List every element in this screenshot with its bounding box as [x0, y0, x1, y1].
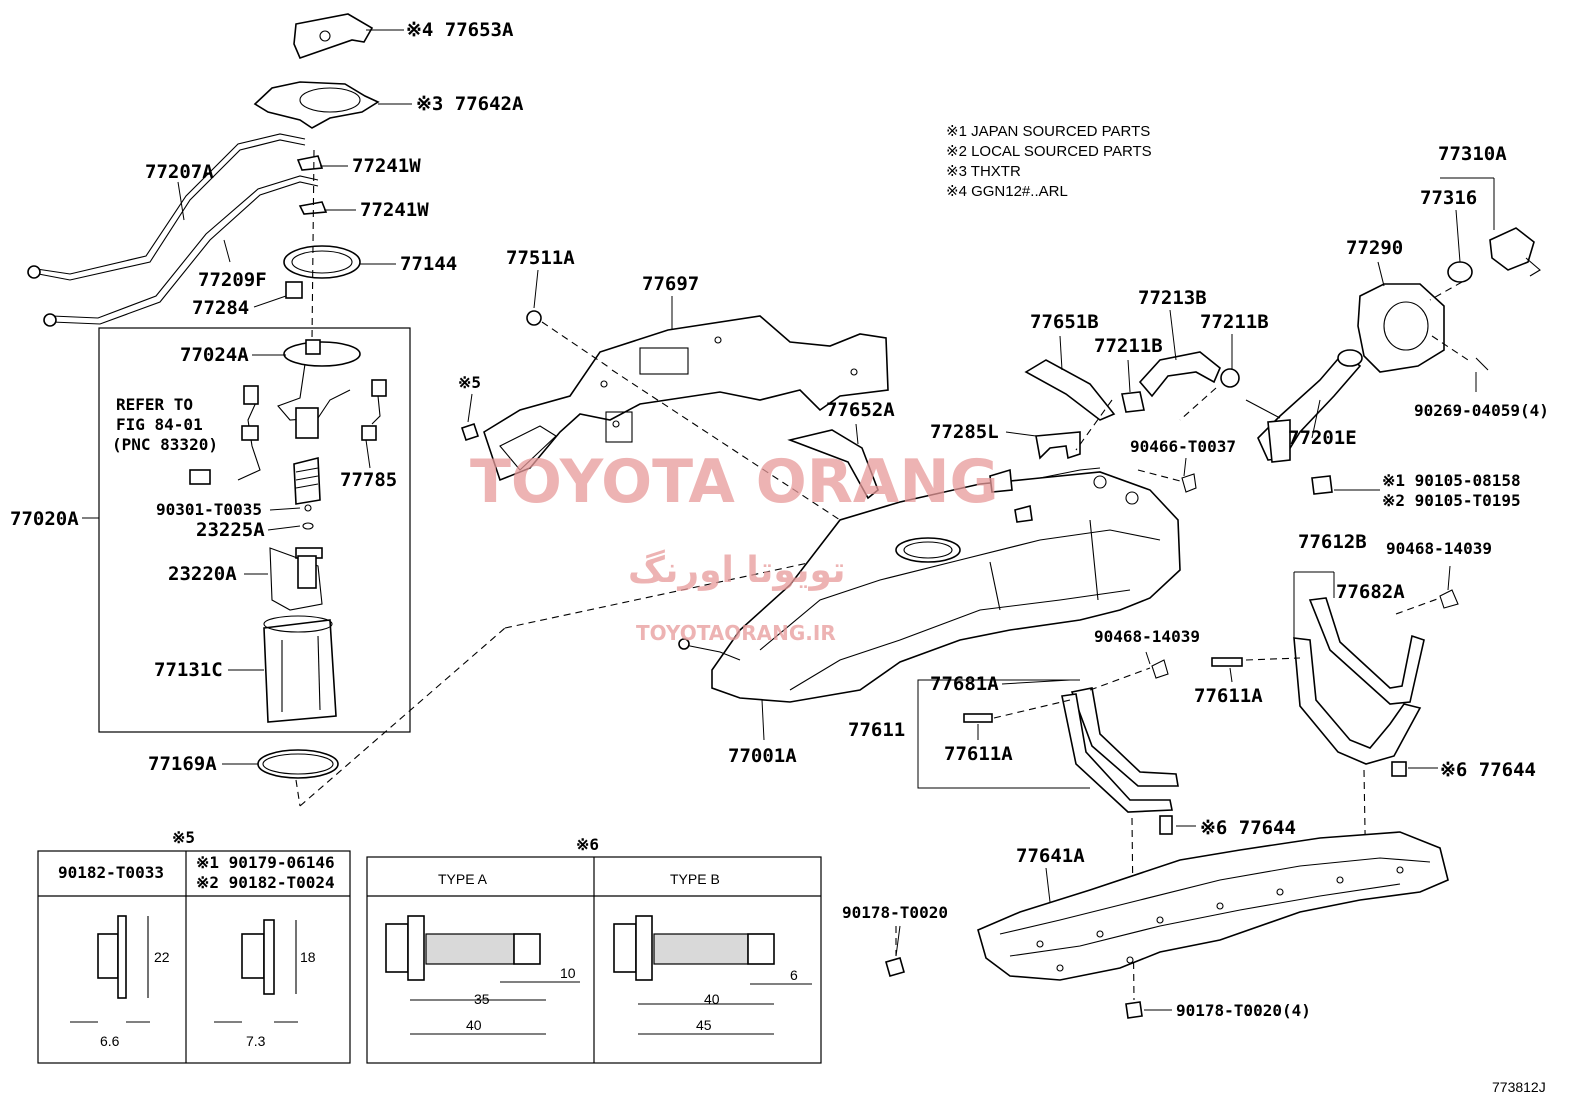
table5-dim-7-3: 7.3 [246, 1033, 266, 1049]
label-90105-08158: ※1 90105-08158 [1382, 471, 1521, 490]
bolt-table-6: ※6 TYPE A TYPE B 10 35 40 6 40 45 [366, 835, 822, 1064]
table6-type-a: TYPE A [438, 871, 488, 887]
label-23220A: 23220A [168, 563, 237, 585]
watermark: TOYOTA ORANG تویوتا اورنگ TOYOTAORANG.IR [470, 447, 999, 645]
label-77611A-left: 77611A [944, 743, 1013, 765]
label-refer-3: (PNC 83320) [112, 435, 218, 454]
table6-mark: ※6 [576, 835, 599, 854]
label-77652A: 77652A [826, 399, 895, 421]
filler-neck-illustration [787, 227, 1541, 500]
label-77169A: 77169A [148, 753, 217, 775]
table6-a-10: 10 [560, 965, 576, 981]
note-1: ※1 JAPAN SOURCED PARTS [946, 123, 1150, 140]
label-refer-2: FIG 84-01 [116, 415, 203, 434]
label-77144: 77144 [400, 253, 457, 275]
label-77285L: 77285L [930, 421, 999, 443]
label-77207A: 77207A [145, 161, 214, 183]
table6-a-40: 40 [466, 1017, 482, 1033]
watermark-url: TOYOTAORANG.IR [636, 621, 836, 645]
label-77644-right: ※6 77644 [1440, 759, 1536, 781]
table5-dim-6-6: 6.6 [100, 1033, 120, 1049]
part-labels: ※4 77653A ※3 77642A 77207A 77241W 77241W… [10, 19, 1549, 1020]
label-77653A: ※4 77653A [406, 19, 514, 41]
leader-lines [82, 29, 1495, 1011]
watermark-persian: تویوتا اورنگ [628, 549, 846, 591]
note-2: ※2 LOCAL SOURCED PARTS [946, 143, 1152, 160]
fuel-pump-assembly-illustration [27, 13, 411, 807]
table6-b-6: 6 [790, 967, 798, 983]
label-77131C: 77131C [154, 659, 223, 681]
label-77201E: 77201E [1288, 427, 1357, 449]
label-77241W-lower: 77241W [360, 199, 429, 221]
label-77611: 77611 [848, 719, 905, 741]
table6-b-45: 45 [696, 1017, 712, 1033]
label-23225A: 23225A [196, 519, 265, 541]
label-77024A: 77024A [180, 344, 249, 366]
figure-id: 773812J [1492, 1079, 1546, 1095]
label-77511A: 77511A [506, 247, 575, 269]
label-90468-14039-center: 90468-14039 [1094, 627, 1200, 646]
tank-bands-illustration [963, 589, 1459, 1001]
under-guard-illustration [885, 831, 1449, 1019]
label-77310A: 77310A [1438, 143, 1507, 165]
table5-mark: ※5 [172, 828, 195, 847]
label-90301-T0035: 90301-T0035 [156, 500, 262, 519]
table5-col1: 90182-T0033 [58, 863, 164, 882]
label-77290: 77290 [1346, 237, 1403, 259]
label-mark-5: ※5 [458, 373, 481, 392]
table5-col2b: ※2 90182-T0024 [196, 873, 335, 892]
fuel-tank-illustration [678, 467, 1181, 703]
label-77316: 77316 [1420, 187, 1477, 209]
label-90269-04059: 90269-04059(4) [1414, 401, 1549, 420]
label-77284: 77284 [192, 297, 249, 319]
note-4: ※4 GGN12#..ARL [946, 183, 1068, 200]
label-77682A: 77682A [1336, 581, 1405, 603]
table5-dim-22: 22 [154, 949, 170, 965]
label-77611A-right: 77611A [1194, 685, 1263, 707]
note-3: ※3 THXTR [946, 163, 1021, 180]
table6-b-40: 40 [704, 991, 720, 1007]
label-refer-1: REFER TO [116, 395, 193, 414]
table5-col2a: ※1 90179-06146 [196, 853, 335, 872]
label-77644-center: ※6 77644 [1200, 817, 1296, 839]
table6-a-35: 35 [474, 991, 490, 1007]
legend-notes: ※1 JAPAN SOURCED PARTS ※2 LOCAL SOURCED … [946, 123, 1152, 200]
label-90468-14039-right: 90468-14039 [1386, 539, 1492, 558]
label-77001A: 77001A [728, 745, 797, 767]
label-77641A: 77641A [1016, 845, 1085, 867]
label-77209F: 77209F [198, 269, 267, 291]
table6-type-b: TYPE B [670, 871, 720, 887]
label-77020A: 77020A [10, 508, 79, 530]
label-90178-T0020-4: 90178-T0020(4) [1176, 1001, 1311, 1020]
label-77211B-right: 77211B [1200, 311, 1269, 333]
label-77213B: 77213B [1138, 287, 1207, 309]
label-90466-T0037: 90466-T0037 [1130, 437, 1236, 456]
label-77642A: ※3 77642A [416, 93, 524, 115]
label-77211B-left: 77211B [1094, 335, 1163, 357]
label-77697: 77697 [642, 273, 699, 295]
label-90105-T0195: ※2 90105-T0195 [1382, 491, 1521, 510]
table5-dim-18: 18 [300, 949, 316, 965]
label-90178-T0020: 90178-T0020 [842, 903, 948, 922]
watermark-main: TOYOTA ORANG [470, 447, 999, 517]
label-77785: 77785 [340, 469, 397, 491]
label-77241W-upper: 77241W [352, 155, 421, 177]
bolt-table-5: ※5 90182-T0033 ※1 90179-06146 ※2 90182-T… [37, 828, 351, 1064]
label-77612B: 77612B [1298, 531, 1367, 553]
label-77681A: 77681A [930, 673, 999, 695]
label-77651B: 77651B [1030, 311, 1099, 333]
